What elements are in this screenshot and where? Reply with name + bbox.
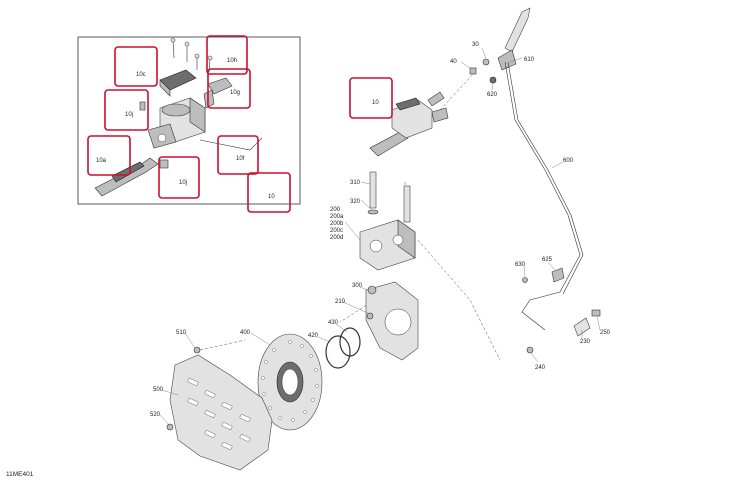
inset-master-cylinder-drawing — [94, 37, 263, 197]
label-10j-lower: 10j — [179, 180, 187, 186]
oring-420 — [325, 335, 351, 369]
label-30: 30 — [472, 42, 479, 48]
label-300: 300 — [352, 283, 363, 289]
label-320: 320 — [350, 199, 361, 205]
label-200c: 200c — [330, 228, 343, 234]
caliper-bolts-drawing — [367, 171, 411, 223]
brake-hose — [504, 61, 581, 331]
label-10c: 10c — [136, 72, 146, 78]
inset-frame — [77, 36, 301, 205]
label-10-inset: 10 — [268, 194, 275, 200]
caliper-drawing — [359, 219, 416, 271]
label-625: 625 — [542, 257, 553, 263]
label-210: 210 — [335, 299, 346, 305]
label-600: 600 — [563, 158, 574, 164]
label-10f: 10f — [236, 156, 245, 162]
label-630: 630 — [515, 262, 526, 268]
label-10j-upper: 10j — [125, 112, 133, 118]
label-400: 400 — [240, 330, 251, 336]
label-230: 230 — [580, 339, 591, 345]
label-200b: 200b — [330, 221, 344, 227]
label-250: 250 — [600, 330, 611, 336]
master-cylinder-drawing — [369, 91, 449, 157]
label-500: 500 — [153, 387, 164, 393]
skid-plate-drawing — [166, 346, 273, 471]
label-310: 310 — [350, 180, 361, 186]
caliper-bracket-drawing — [365, 281, 419, 361]
label-510: 510 — [176, 330, 187, 336]
brake-rotor-drawing — [257, 333, 323, 431]
label-200: 200 — [330, 207, 341, 213]
label-10h: 10h — [227, 58, 237, 64]
label-420: 420 — [308, 333, 319, 339]
label-620: 620 — [487, 92, 498, 98]
reference-code: 11ME401 — [6, 471, 34, 478]
label-240: 240 — [535, 365, 546, 371]
label-610: 610 — [524, 57, 535, 63]
label-10a: 10a — [96, 158, 107, 164]
brake-lever-upper-drawing — [469, 7, 531, 84]
label-10-main: 10 — [372, 100, 379, 106]
label-430: 430 — [328, 320, 339, 326]
label-200d: 200d — [330, 235, 343, 241]
label-40: 40 — [450, 59, 457, 65]
label-200a: 200a — [330, 214, 344, 220]
label-10g: 10g — [230, 90, 240, 96]
fittings-drawing — [522, 267, 601, 354]
label-520: 520 — [150, 412, 161, 418]
